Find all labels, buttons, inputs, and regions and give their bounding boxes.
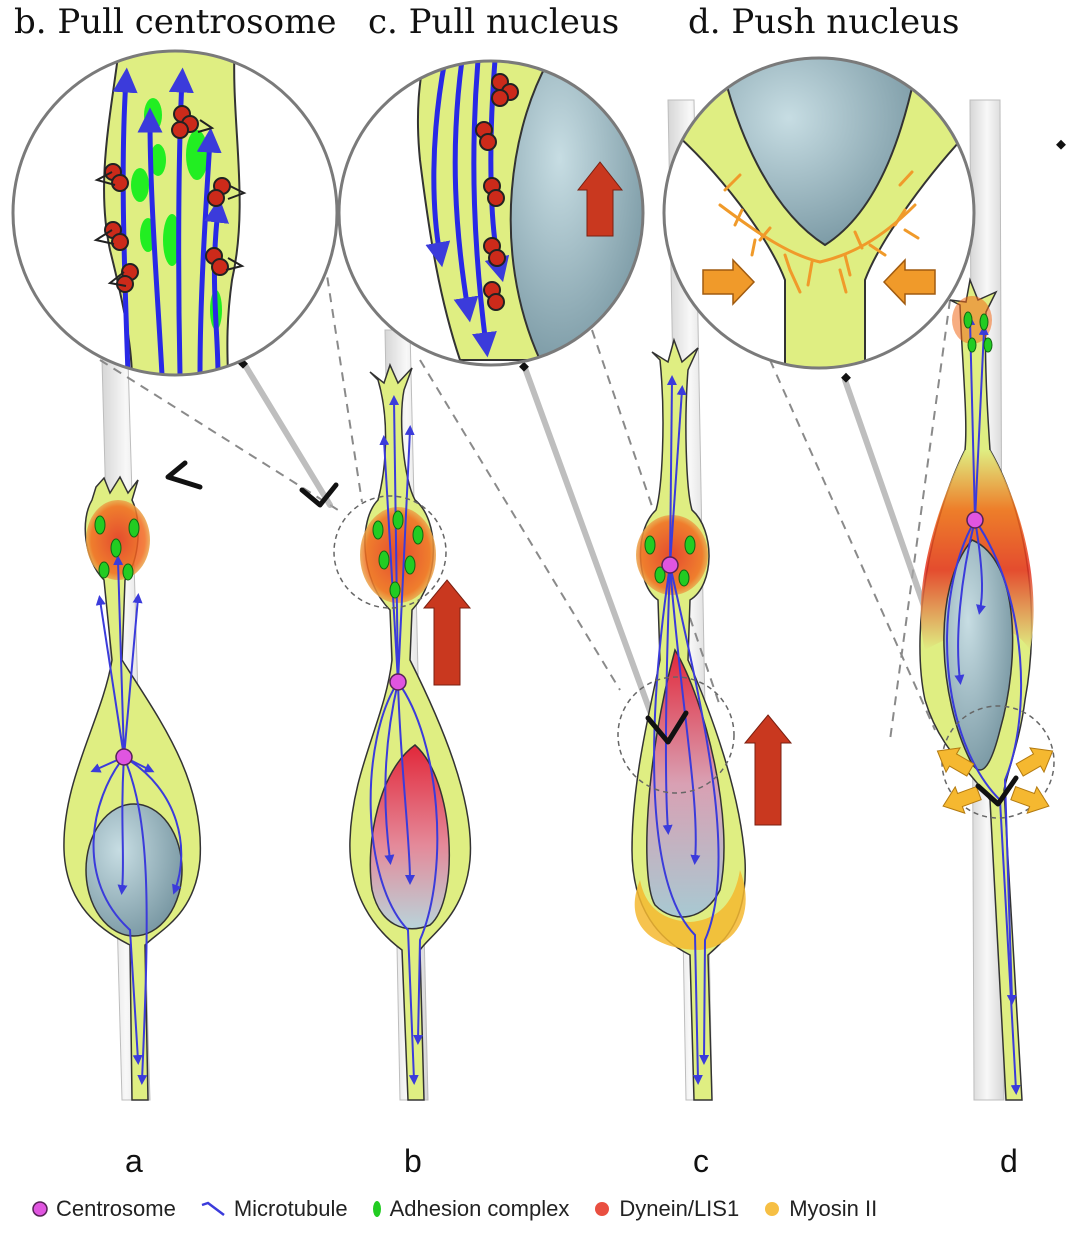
panel-label-b: b xyxy=(404,1143,422,1180)
myosin-icon xyxy=(761,1199,783,1219)
legend: Centrosome Microtubule Adhesion complex … xyxy=(30,1196,899,1222)
neuronal-migration-diagram xyxy=(0,0,1072,1190)
legend-item-microtubule: Microtubule xyxy=(198,1196,348,1222)
neuron-a xyxy=(64,477,200,1100)
microtubule-icon xyxy=(198,1199,228,1219)
zoom-circle-push-nucleus xyxy=(660,50,980,380)
pointer-lines xyxy=(245,365,990,795)
panel-label-c: c xyxy=(693,1143,709,1180)
legend-item-adhesion: Adhesion complex xyxy=(370,1196,570,1222)
legend-label-centrosome: Centrosome xyxy=(56,1196,176,1222)
panel-label-a: a xyxy=(125,1143,143,1180)
dynein-icon xyxy=(591,1199,613,1219)
legend-item-dynein: Dynein/LIS1 xyxy=(591,1196,739,1222)
legend-item-centrosome: Centrosome xyxy=(30,1196,176,1222)
panel-label-d: d xyxy=(1000,1143,1018,1180)
legend-label-adhesion: Adhesion complex xyxy=(390,1196,570,1222)
legend-label-microtubule: Microtubule xyxy=(234,1196,348,1222)
legend-item-myosin: Myosin II xyxy=(761,1196,877,1222)
zoom-circle-pull-centrosome xyxy=(13,40,337,380)
arrow-up-c xyxy=(745,715,791,825)
arrow-up-b xyxy=(424,580,470,685)
adhesion-icon xyxy=(370,1199,384,1219)
movement-arrows xyxy=(424,580,791,825)
legend-label-dynein: Dynein/LIS1 xyxy=(619,1196,739,1222)
zoom-circle-pull-nucleus xyxy=(339,50,650,365)
legend-label-myosin: Myosin II xyxy=(789,1196,877,1222)
centrosome-icon xyxy=(30,1199,50,1219)
